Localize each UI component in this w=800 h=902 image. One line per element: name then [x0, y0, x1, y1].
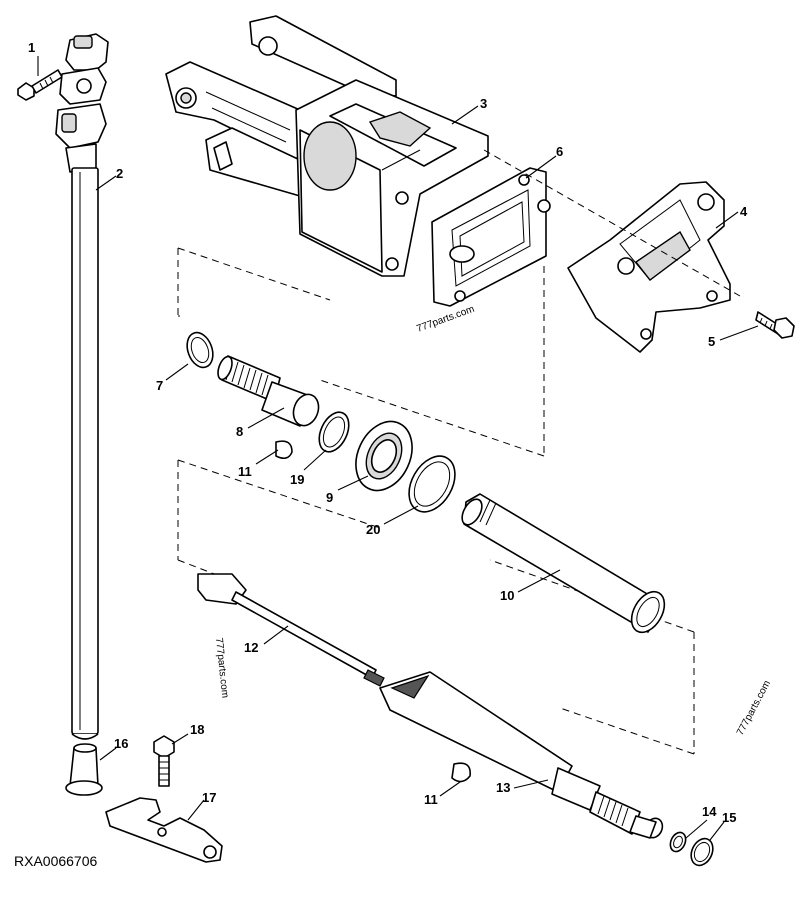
callout-8: 8	[236, 424, 243, 439]
part-12-rod[interactable]	[197, 573, 385, 687]
part-2-steering-shaft[interactable]	[55, 33, 109, 740]
part-13-main-shaft[interactable]	[379, 671, 665, 840]
callout-15: 15	[722, 810, 736, 825]
callout-7: 7	[156, 378, 163, 393]
callout-18: 18	[190, 722, 204, 737]
callout-labels: 1 2 3 4 5 6 7 8 9 10 11 11 12 13 14 15 1…	[28, 40, 748, 825]
callout-20: 20	[366, 522, 380, 537]
part-3-housing[interactable]	[165, 15, 489, 277]
part-8-splined-shaft[interactable]	[215, 355, 322, 429]
callout-19: 19	[290, 472, 304, 487]
callout-13: 13	[496, 780, 510, 795]
callout-3: 3	[480, 96, 487, 111]
reference-code: RXA0066706	[14, 853, 98, 869]
part-9-bearing[interactable]	[345, 412, 423, 499]
callout-12: 12	[244, 640, 258, 655]
part-17-fork-plate[interactable]	[105, 797, 223, 863]
leader-lines	[37, 56, 759, 841]
alignment-dashes	[177, 149, 741, 755]
callout-16: 16	[114, 736, 128, 751]
callout-5: 5	[708, 334, 715, 349]
part-5-flange-bolt[interactable]	[755, 311, 795, 339]
part-18-bolt[interactable]	[153, 735, 175, 787]
callout-17: 17	[202, 790, 216, 805]
part-4-bracket[interactable]	[567, 181, 731, 353]
part-11-key-upper[interactable]	[275, 440, 293, 460]
callout-2: 2	[116, 166, 123, 181]
part-7-snap-ring[interactable]	[183, 329, 218, 371]
part-15-ring[interactable]	[687, 835, 717, 869]
part-6-plate[interactable]	[431, 167, 551, 307]
callout-6: 6	[556, 144, 563, 159]
callout-4: 4	[740, 204, 748, 219]
callout-11-upper: 11	[238, 464, 252, 479]
part-20-snap-ring[interactable]	[400, 448, 465, 520]
part-19-snap-ring[interactable]	[313, 407, 354, 456]
watermark-plate: 777parts.com	[415, 304, 476, 335]
part-16-boot[interactable]	[65, 743, 103, 796]
callout-11-lower: 11	[424, 792, 438, 807]
part-10-tube[interactable]	[458, 493, 671, 638]
callout-1: 1	[28, 40, 35, 55]
watermark-right: 777parts.com	[735, 679, 773, 738]
part-11-key-lower[interactable]	[451, 762, 471, 783]
part-1-bolt[interactable]	[17, 69, 63, 101]
callout-9: 9	[326, 490, 333, 505]
part-14-washer[interactable]	[667, 830, 688, 854]
callout-14: 14	[702, 804, 717, 819]
watermark-left: 777parts.com	[213, 637, 230, 698]
callout-10: 10	[500, 588, 514, 603]
